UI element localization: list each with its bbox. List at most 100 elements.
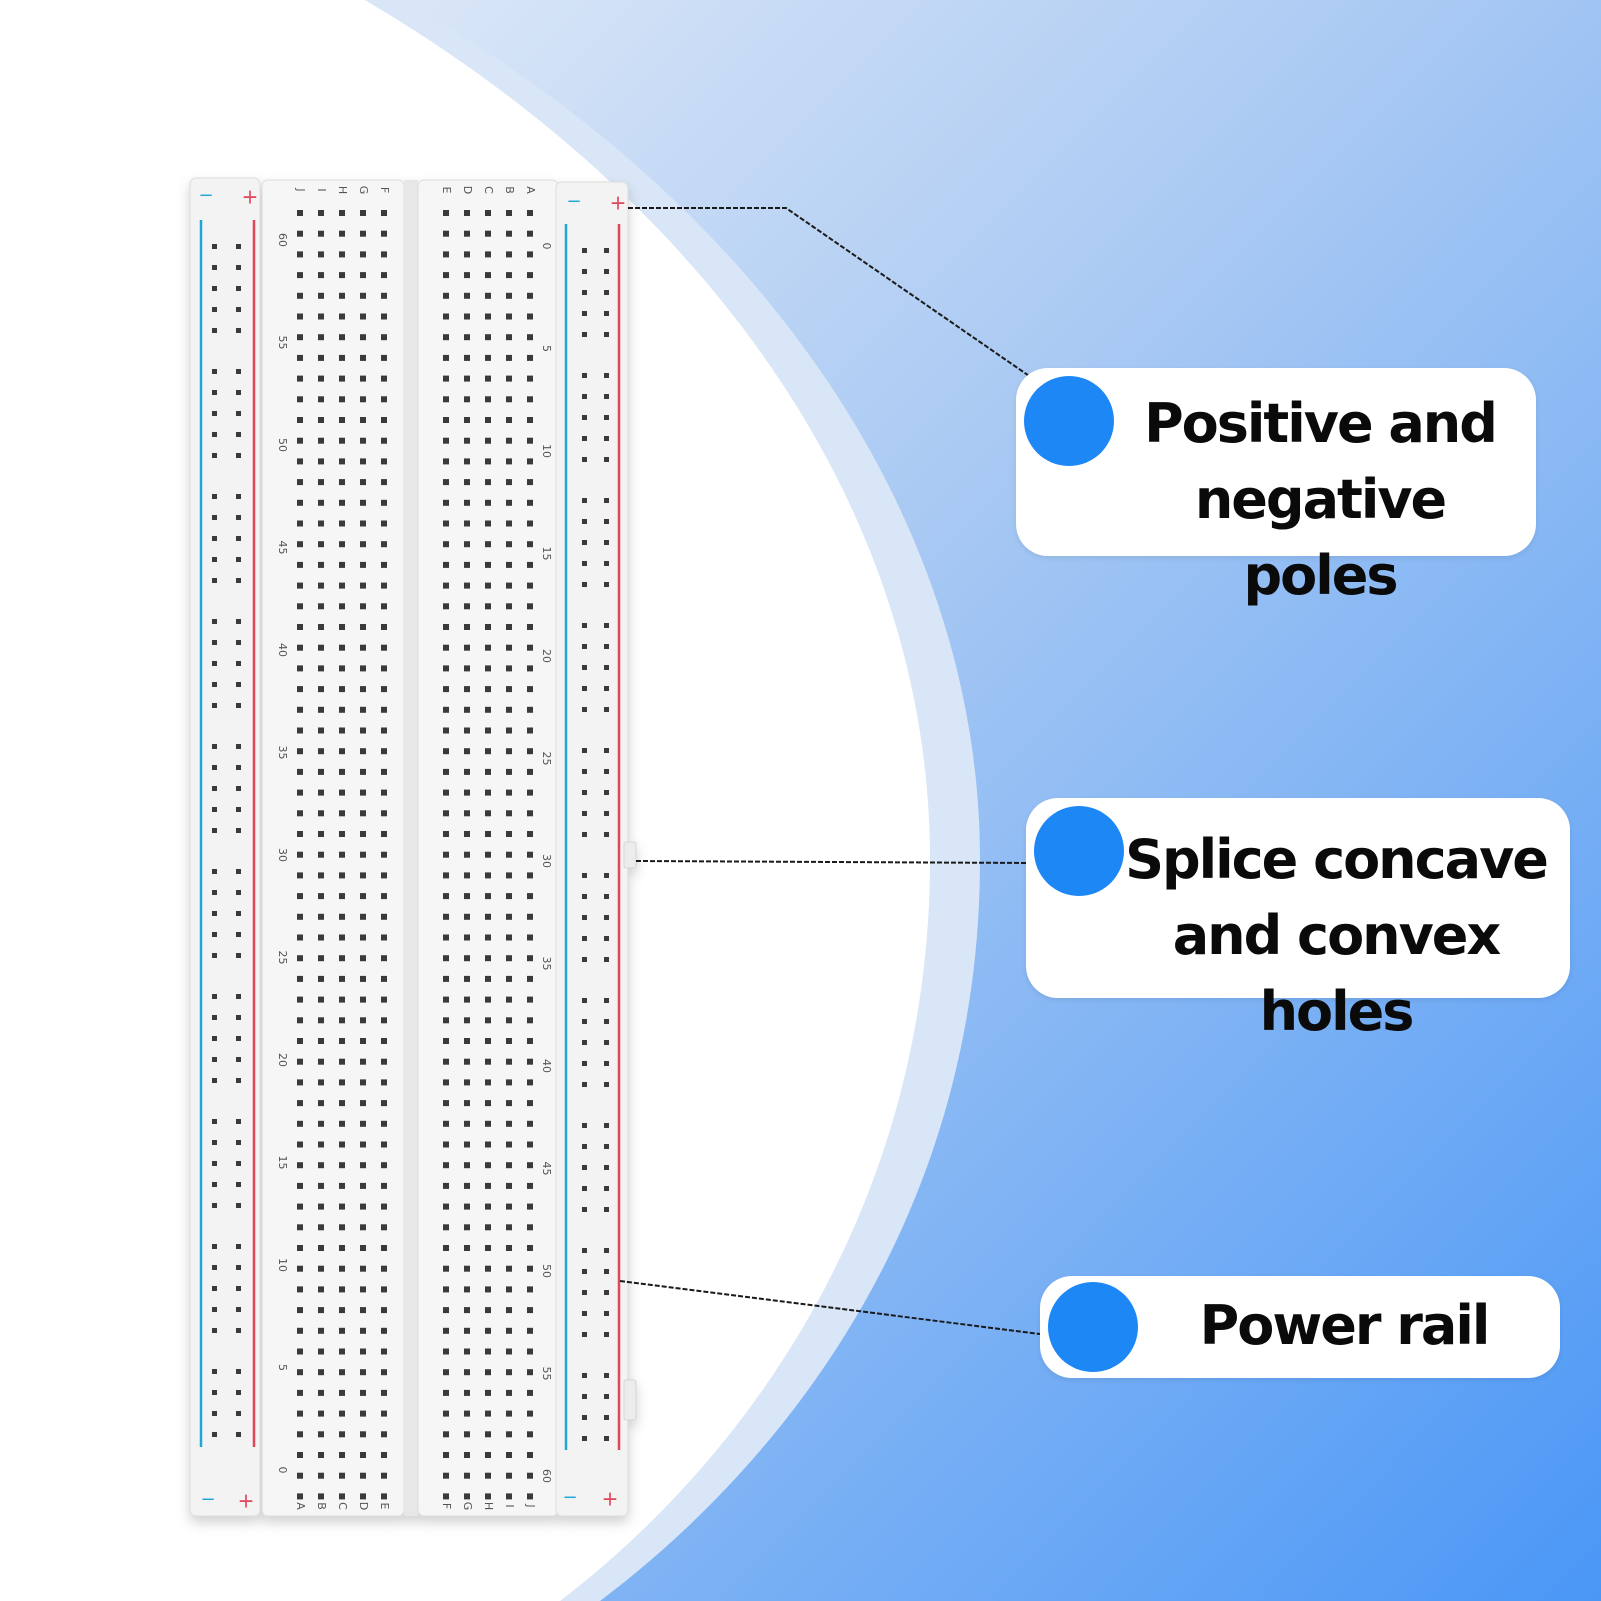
terminal-hole	[297, 334, 303, 341]
terminal-hole	[381, 644, 387, 651]
terminal-hole	[443, 1410, 449, 1417]
terminal-hole	[443, 1286, 449, 1293]
terminal-hole	[360, 272, 366, 279]
terminal-hole	[443, 1100, 449, 1107]
terminal-hole	[443, 893, 449, 900]
rail-hole	[212, 307, 217, 312]
terminal-hole	[506, 1141, 512, 1148]
terminal-hole	[464, 1389, 470, 1396]
terminal-hole	[443, 375, 449, 382]
terminal-hole	[318, 1369, 324, 1376]
terminal-hole	[318, 665, 324, 672]
terminal-hole	[527, 686, 533, 693]
terminal-hole	[443, 624, 449, 630]
terminal-hole	[381, 727, 387, 734]
rail-hole	[582, 707, 587, 712]
terminal-hole	[443, 1079, 449, 1086]
terminal-hole	[339, 313, 345, 320]
terminal-hole	[318, 810, 324, 817]
terminal-hole	[443, 706, 449, 713]
terminal-hole	[464, 913, 470, 920]
terminal-hole	[360, 396, 366, 403]
terminal-hole	[360, 230, 366, 237]
terminal-hole	[527, 1389, 533, 1396]
terminal-hole	[297, 1058, 303, 1065]
terminal-hole	[360, 334, 366, 341]
terminal-hole	[506, 1327, 512, 1334]
terminal-hole	[381, 851, 387, 858]
terminal-hole	[339, 210, 345, 216]
terminal-hole	[485, 644, 491, 651]
column-letter: A	[294, 1502, 307, 1510]
rail-hole	[212, 869, 217, 874]
row-number: 20	[540, 649, 553, 663]
terminal-hole	[297, 1100, 303, 1107]
terminal-hole	[339, 975, 345, 982]
terminal-hole	[339, 354, 345, 361]
terminal-hole	[527, 1038, 533, 1044]
row-number: 5	[276, 1364, 289, 1371]
terminal-hole	[464, 1224, 470, 1231]
terminal-hole	[297, 893, 303, 900]
terminal-hole	[318, 1079, 324, 1086]
terminal-hole	[360, 1493, 366, 1500]
rail-hole	[604, 707, 609, 712]
terminal-hole	[506, 1493, 512, 1500]
terminal-hole	[464, 603, 470, 610]
terminal-hole	[318, 251, 324, 258]
terminal-hole	[318, 1493, 324, 1500]
rail-hole	[236, 536, 241, 541]
terminal-hole	[381, 272, 387, 279]
row-number: 45	[276, 541, 289, 555]
terminal-hole	[506, 1058, 512, 1065]
terminal-hole	[485, 872, 491, 879]
terminal-hole	[464, 582, 470, 589]
rail-hole	[582, 790, 587, 795]
terminal-hole	[464, 1245, 470, 1251]
rail-hole	[236, 432, 241, 437]
terminal-hole	[381, 251, 387, 258]
terminal-hole	[464, 354, 470, 361]
terminal-hole	[464, 396, 470, 403]
terminal-hole	[360, 375, 366, 382]
terminal-hole	[527, 272, 533, 279]
row-number: 25	[540, 752, 553, 766]
terminal-hole	[318, 1452, 324, 1458]
terminal-hole	[485, 1162, 491, 1169]
terminal-hole	[297, 872, 303, 879]
terminal-hole	[318, 748, 324, 755]
terminal-hole	[443, 582, 449, 589]
terminal-hole	[485, 1369, 491, 1376]
terminal-hole	[339, 1162, 345, 1169]
rail-hole	[212, 453, 217, 458]
terminal-hole	[506, 1286, 512, 1293]
terminal-hole	[443, 872, 449, 879]
terminal-hole	[381, 499, 387, 506]
terminal-hole	[527, 1265, 533, 1272]
terminal-hole	[339, 1100, 345, 1107]
terminal-hole	[297, 1120, 303, 1127]
rail-hole	[236, 828, 241, 833]
terminal-hole	[339, 1203, 345, 1210]
terminal-hole	[297, 375, 303, 382]
terminal-hole	[443, 644, 449, 651]
rail-hole	[236, 1265, 241, 1270]
terminal-hole	[339, 1079, 345, 1086]
terminal-hole	[318, 955, 324, 962]
terminal-hole	[339, 1038, 345, 1044]
rail-hole	[582, 540, 587, 545]
terminal-hole	[360, 789, 366, 796]
rail-hole	[604, 1019, 609, 1024]
terminal-hole	[485, 748, 491, 755]
terminal-hole	[443, 1431, 449, 1438]
rail-hole	[582, 1290, 587, 1295]
rail-hole	[236, 994, 241, 999]
rail-hole	[212, 828, 217, 833]
rail-hole	[582, 248, 587, 253]
rail-hole	[604, 790, 609, 795]
terminal-hole	[360, 955, 366, 962]
terminal-hole	[464, 1472, 470, 1479]
rail-hole	[212, 1036, 217, 1041]
terminal-hole	[381, 437, 387, 444]
rail-hole	[212, 661, 217, 666]
